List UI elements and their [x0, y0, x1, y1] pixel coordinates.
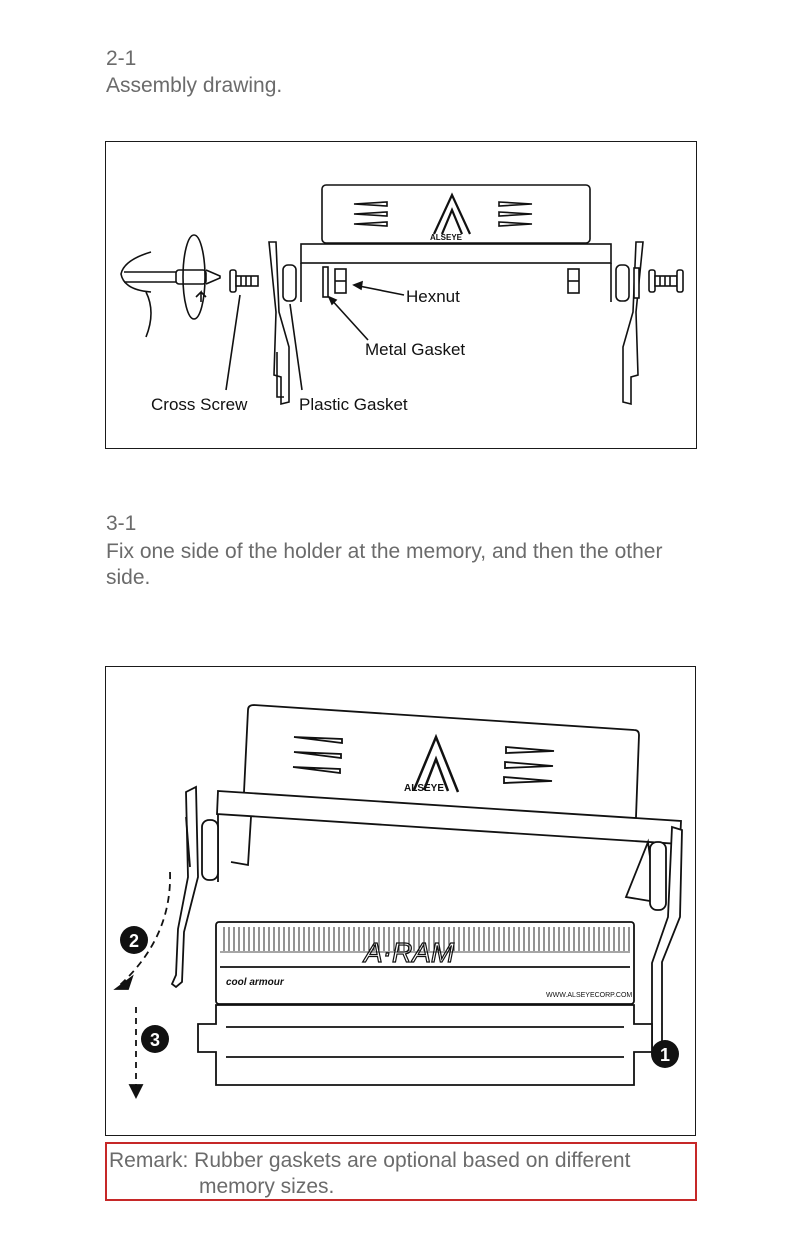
plate-logo-text: ALSEYE	[430, 233, 463, 242]
svg-text:3: 3	[150, 1030, 160, 1050]
step-marker-2: 2	[120, 926, 148, 954]
plastic-gasket-left	[201, 819, 219, 881]
cross-screw-right	[648, 269, 684, 293]
screwdriver-icon	[120, 234, 221, 338]
step-marker-1: 1	[651, 1040, 679, 1068]
left-holder-clip	[170, 785, 199, 989]
heatsink-top-plate	[321, 184, 591, 244]
plate-stripes-right	[498, 201, 533, 227]
holder-bar	[300, 243, 612, 264]
hexnut-label: Hexnut	[406, 287, 460, 306]
installation-drawing: A·RAM cool armour WWW.ALSEYECORP.COM ALS…	[105, 666, 696, 1136]
metal-gasket-left	[322, 266, 329, 298]
hexnut-leader	[353, 284, 405, 296]
alseye-logo-icon	[433, 192, 471, 235]
remark-box: Remark: Rubber gaskets are optional base…	[105, 1142, 697, 1201]
left-holder-clip	[268, 241, 290, 406]
step-number: 2-1	[106, 47, 137, 70]
remark-line-1: Remark: Rubber gaskets are optional base…	[109, 1149, 631, 1172]
memory-module	[215, 921, 635, 1005]
assembly-drawing: Hexnut Metal Gasket Cross Screw Plastic …	[105, 141, 697, 449]
plastic-gasket-right	[649, 841, 667, 911]
step-marker-3: 3	[141, 1025, 169, 1053]
cross-screw-left	[229, 269, 259, 293]
step-number: 3-1	[106, 512, 137, 535]
rotate-arrow	[119, 871, 171, 986]
step-description: Assembly drawing.	[106, 74, 283, 97]
plate-stripes-left	[292, 736, 343, 775]
plate-logo-text: ALSEYE	[404, 783, 444, 794]
heatsink-fins	[223, 927, 630, 951]
metal-gasket-label: Metal Gasket	[365, 340, 465, 359]
plate-stripes-right	[503, 746, 555, 784]
plastic-gasket-left	[282, 264, 297, 302]
plastic-gasket-leader	[289, 303, 303, 391]
svg-text:1: 1	[660, 1045, 670, 1065]
svg-text:2: 2	[129, 931, 139, 951]
plastic-gasket-right	[615, 264, 630, 302]
cross-screw-label: Cross Screw	[151, 395, 248, 414]
plastic-gasket-label: Plastic Gasket	[299, 395, 408, 414]
cross-screw-leader	[225, 294, 241, 391]
module-url-text: WWW.ALSEYECORP.COM	[546, 992, 632, 999]
alseye-logo-icon	[412, 733, 460, 793]
metal-gasket-leader	[328, 296, 369, 341]
module-brand-text: A·RAM	[362, 937, 455, 968]
memory-slot	[197, 1004, 653, 1086]
module-sub-text: cool armour	[226, 977, 285, 988]
plate-stripes-left	[353, 201, 388, 227]
remark-line-2: memory sizes.	[199, 1175, 335, 1198]
step-description: Fix one side of the holder at the memory…	[106, 540, 663, 589]
